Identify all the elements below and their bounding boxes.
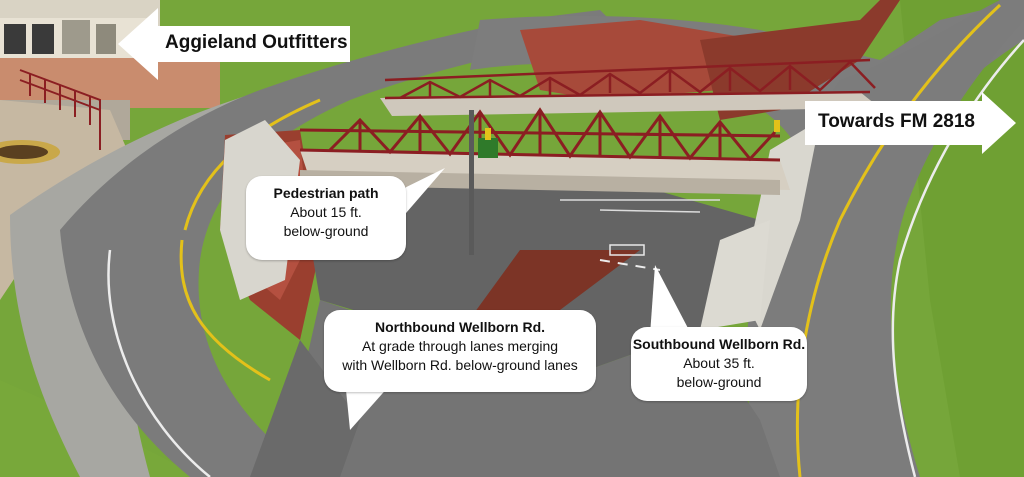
direction-label-aggieland: Aggieland Outfitters (165, 32, 348, 53)
left-road (60, 10, 620, 477)
callout-line: About 15 ft. (290, 204, 362, 220)
callout-line: About 35 ft. (683, 355, 755, 371)
left-railing (19, 69, 101, 150)
right-arrow (805, 92, 1016, 154)
callout-title: Southbound Wellborn Rd. (632, 336, 806, 352)
pedestrian-bridge-upper (380, 58, 880, 116)
callout-line: with Wellborn Rd. below-ground lanes (342, 357, 578, 373)
right-road (746, 0, 1024, 477)
signal-pole (469, 110, 474, 255)
callout-nb-tail (345, 380, 390, 430)
direction-label-fm2818: Towards FM 2818 (818, 111, 975, 132)
callout-line: At grade through lanes merging (361, 338, 559, 354)
callout-sb-tail (650, 265, 690, 335)
left-arrow (118, 8, 350, 80)
callout-title: Northbound Wellborn Rd. (374, 319, 546, 335)
callout-pedestrian-path: Pedestrian path About 15 ft. below-groun… (246, 176, 406, 260)
callout-northbound: Northbound Wellborn Rd. At grade through… (324, 310, 596, 392)
callout-title: Pedestrian path (273, 185, 379, 201)
callout-line: below-ground (283, 223, 369, 239)
callout-southbound: Southbound Wellborn Rd. About 35 ft. bel… (631, 327, 807, 401)
callout-line: below-ground (676, 374, 762, 390)
